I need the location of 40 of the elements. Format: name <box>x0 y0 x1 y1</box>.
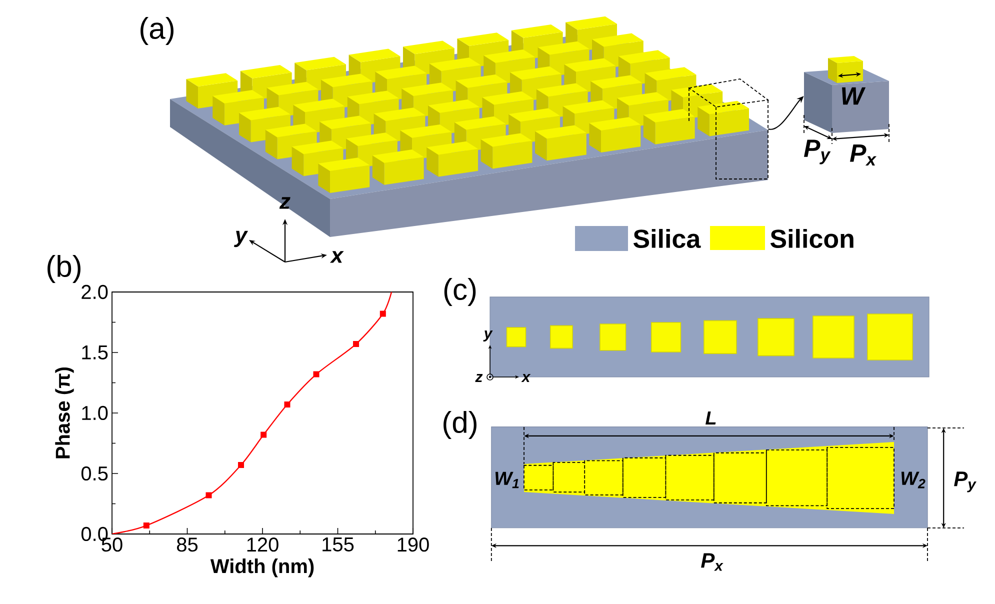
y-tick-label: 0.5 <box>81 466 108 481</box>
dimension-label: L <box>706 411 716 425</box>
dimension-label: W <box>842 87 866 105</box>
point <box>143 522 150 529</box>
dimension-label: P$_{y}$ <box>804 140 831 164</box>
dashed-cube <box>688 78 770 180</box>
point <box>238 462 244 468</box>
point <box>353 341 360 348</box>
line-series <box>112 292 392 534</box>
legend-label: Silicon <box>770 228 854 248</box>
axis-label: x <box>521 374 531 382</box>
y-tick-label: 1.0 <box>82 406 108 420</box>
y-axis-title: Phase (π) <box>55 367 74 458</box>
axis-label: y <box>234 230 248 248</box>
point <box>380 310 386 317</box>
x-tick-label: 190 <box>398 538 429 552</box>
dimension-label: P$_{x}$ <box>701 553 724 571</box>
y-tick-label: 1.5 <box>82 346 108 360</box>
point <box>206 492 212 498</box>
point <box>284 402 290 408</box>
point <box>313 371 320 378</box>
panel-label: (c) <box>444 278 476 306</box>
x-tick-label: 155 <box>322 538 354 552</box>
dimension-label: W$_{1}$ <box>496 472 519 488</box>
dimension-label: P$_{y}$ <box>954 472 976 492</box>
x-tick-label: 120 <box>247 538 278 552</box>
panel-label: (d) <box>444 411 476 439</box>
x-tick-label: 85 <box>177 538 198 552</box>
x-axis-title: Width (nm) <box>210 558 314 578</box>
axis-label: y <box>483 330 493 342</box>
panel-label: (a) <box>140 17 174 45</box>
axis-label: z <box>279 197 290 209</box>
y-tick-label: 2.0 <box>82 284 108 300</box>
axis-label: x <box>330 251 344 263</box>
panel-label: (b) <box>48 255 80 283</box>
dimension-label: W$_{2}$ <box>901 472 926 488</box>
unit-cell <box>804 56 889 133</box>
axis-label: z <box>475 374 483 382</box>
point <box>260 432 267 438</box>
legend-label: Silica <box>633 228 701 248</box>
